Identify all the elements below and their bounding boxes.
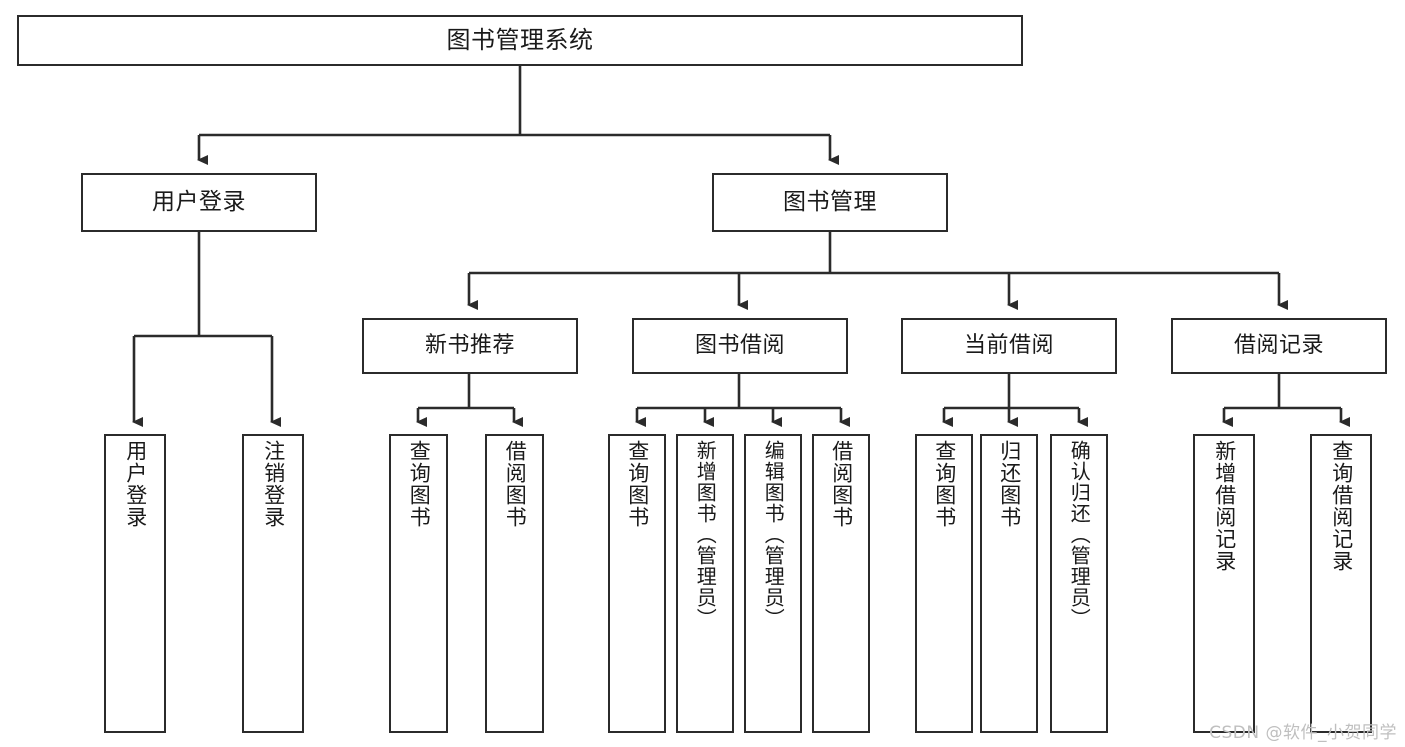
node-label: 新增图书（管理员） xyxy=(693,440,718,629)
csdn-watermark: CSDN @软件_小贺同学 xyxy=(1209,723,1397,743)
node-label: 查询图书 xyxy=(625,440,650,528)
leaf-book-borrow-add-book-admin[interactable]: 新增图书（管理员） xyxy=(676,434,734,733)
leaf-user-login-login[interactable]: 用户登录 xyxy=(104,434,166,733)
node-label: 借阅记录 xyxy=(1233,333,1324,359)
leaf-user-login-logout[interactable]: 注销登录 xyxy=(242,434,304,733)
node-label: 借阅图书 xyxy=(829,440,854,528)
node-label: 查询图书 xyxy=(407,440,432,528)
leaf-current-borrow-confirm-return-admin[interactable]: 确认归还（管理员） xyxy=(1050,434,1108,733)
leaf-current-borrow-query-book[interactable]: 查询图书 xyxy=(915,434,973,733)
leaf-book-borrow-edit-book-admin[interactable]: 编辑图书（管理员） xyxy=(744,434,802,733)
node-label: 编辑图书（管理员） xyxy=(761,440,786,629)
leaf-new-book-query-book[interactable]: 查询图书 xyxy=(389,434,448,733)
leaf-new-book-borrow-book[interactable]: 借阅图书 xyxy=(485,434,544,733)
node-label: 查询图书 xyxy=(932,440,957,528)
node-label: 注销登录 xyxy=(261,440,286,528)
node-label: 图书借阅 xyxy=(694,333,785,359)
node-book-borrow[interactable]: 图书借阅 xyxy=(632,318,848,374)
node-book-management[interactable]: 图书管理 xyxy=(712,173,948,232)
node-label: 借阅图书 xyxy=(503,440,528,528)
node-root-book-management-system[interactable]: 图书管理系统 xyxy=(17,15,1023,66)
leaf-borrow-record-add-record[interactable]: 新增借阅记录 xyxy=(1193,434,1255,733)
leaf-current-borrow-return-book[interactable]: 归还图书 xyxy=(980,434,1038,733)
node-label: 确认归还（管理员） xyxy=(1067,440,1092,629)
leaf-book-borrow-borrow-book[interactable]: 借阅图书 xyxy=(812,434,870,733)
node-label: 新增借阅记录 xyxy=(1212,440,1237,572)
node-label: 用户登录 xyxy=(123,440,148,528)
node-label: 归还图书 xyxy=(997,440,1022,528)
node-label: 图书管理系统 xyxy=(446,25,594,54)
node-user-login[interactable]: 用户登录 xyxy=(81,173,317,232)
node-current-borrow[interactable]: 当前借阅 xyxy=(901,318,1117,374)
node-label: 图书管理 xyxy=(783,189,877,216)
node-label: 用户登录 xyxy=(152,189,246,216)
node-label: 查询借阅记录 xyxy=(1329,440,1354,572)
node-label: 当前借阅 xyxy=(963,333,1054,359)
node-label: 新书推荐 xyxy=(424,333,515,359)
leaf-book-borrow-query-book[interactable]: 查询图书 xyxy=(608,434,666,733)
leaf-borrow-record-query-record[interactable]: 查询借阅记录 xyxy=(1310,434,1372,733)
node-borrow-record[interactable]: 借阅记录 xyxy=(1171,318,1387,374)
node-new-book-recommend[interactable]: 新书推荐 xyxy=(362,318,578,374)
